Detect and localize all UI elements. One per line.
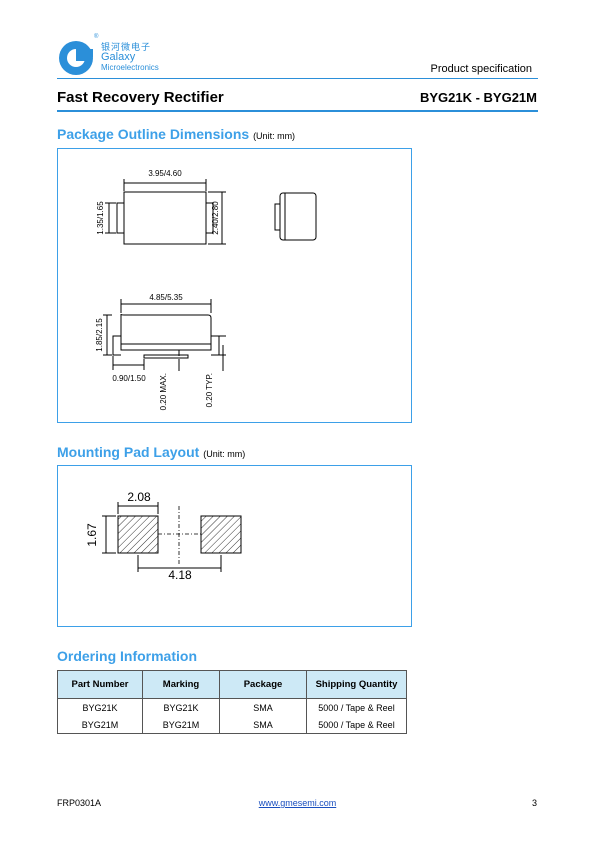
col-shipping-quantity: Shipping Quantity: [306, 670, 407, 699]
registered-mark: ®: [94, 34, 99, 40]
cell-marking: BYG21M: [142, 716, 220, 734]
mounting-pad-frame: 2.08 1.67 4.18: [57, 465, 412, 627]
doc-code: FRP0301A: [57, 798, 102, 808]
dim-lead-length: 0.90/1.50: [112, 374, 146, 383]
dim-top-right-height: 2.40/2.80: [211, 201, 220, 235]
col-part-number: Part Number: [57, 670, 143, 699]
cell-shipping: 5000 / Tape & Reel: [306, 698, 407, 716]
dim-top-left-height: 1.35/1.65: [96, 201, 105, 235]
mounting-pad-drawing: 2.08 1.67 4.18: [85, 490, 242, 582]
dim-pad-width: 2.08: [127, 490, 151, 504]
table-row: BYG21M BYG21M SMA 5000 / Tape & Reel: [57, 716, 407, 734]
col-package: Package: [219, 670, 307, 699]
header-divider: [57, 78, 538, 79]
mounting-pad-heading: Mounting Pad Layout (Unit: mm): [57, 444, 245, 460]
dim-pad-spacing: 4.18: [168, 568, 192, 582]
dim-lead-typ: 0.20 TYP.: [205, 373, 214, 407]
dim-side-width: 4.85/5.35: [149, 293, 183, 302]
col-marking: Marking: [142, 670, 220, 699]
cell-package: SMA: [219, 716, 307, 734]
dim-side-height: 1.85/2.15: [95, 318, 104, 352]
dim-lead-max: 0.20 MAX.: [159, 373, 168, 410]
cell-part-number: BYG21M: [57, 716, 143, 734]
company-name-cn: 银河微电子: [101, 42, 152, 52]
package-outline-title: Package Outline Dimensions: [57, 126, 250, 142]
pad-left: [117, 515, 159, 554]
cell-marking: BYG21K: [142, 698, 220, 716]
mounting-pad-unit: (Unit: mm): [203, 449, 246, 459]
galaxy-logo-icon: [59, 41, 93, 75]
package-outline-drawing: 3.95/4.60 1.35/1.65 2.40/2.80 4.85/5.35 …: [95, 169, 317, 410]
package-outline-frame: 3.95/4.60 1.35/1.65 2.40/2.80 4.85/5.35 …: [57, 148, 412, 423]
ordering-table: Part Number Marking Package Shipping Qua…: [57, 670, 407, 734]
ordering-heading: Ordering Information: [57, 648, 197, 664]
cell-package: SMA: [219, 698, 307, 716]
pad-right: [200, 515, 242, 554]
mounting-pad-title: Mounting Pad Layout: [57, 444, 200, 460]
company-subname-en: Microelectronics: [101, 63, 159, 72]
page-title: Fast Recovery Rectifier: [57, 89, 224, 106]
page-number: 3: [531, 798, 537, 808]
dim-pad-height: 1.67: [85, 523, 99, 547]
website-link[interactable]: www.gmesemi.com: [258, 798, 337, 808]
title-divider: [57, 110, 538, 112]
table-row: BYG21K BYG21K SMA 5000 / Tape & Reel: [57, 698, 407, 716]
cell-shipping: 5000 / Tape & Reel: [306, 716, 407, 734]
package-outline-heading: Package Outline Dimensions (Unit: mm): [57, 126, 295, 142]
doc-type-label: Product specification: [430, 63, 533, 75]
dim-top-width: 3.95/4.60: [148, 169, 182, 178]
company-name-en: Galaxy: [101, 51, 136, 63]
ordering-header-row: Part Number Marking Package Shipping Qua…: [57, 670, 407, 699]
part-range: BYG21K - BYG21M: [419, 90, 537, 105]
package-outline-unit: (Unit: mm): [253, 131, 296, 141]
cell-part-number: BYG21K: [57, 698, 143, 716]
